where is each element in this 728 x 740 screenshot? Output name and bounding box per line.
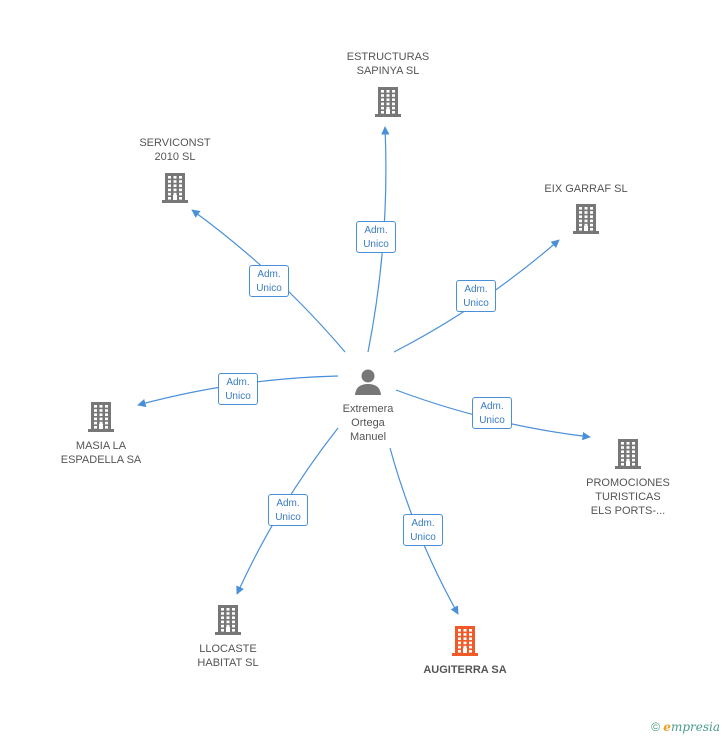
company-label-augiterra[interactable]: AUGITERRA SA <box>423 664 507 676</box>
copyright-notice: © empresia <box>651 720 720 734</box>
edge-label-serviconst[interactable]: Adm. Unico <box>249 265 289 297</box>
building-icon-promociones[interactable] <box>615 439 641 469</box>
company-label-llocaste[interactable]: LLOCASTE HABITAT SL <box>197 643 259 669</box>
company-label-masia[interactable]: MASIA LA ESPADELLA SA <box>60 440 142 466</box>
edge-label-estructuras[interactable]: Adm. Unico <box>356 221 396 253</box>
brand-logo[interactable]: empresia <box>663 720 720 734</box>
edge-label-augiterra[interactable]: Adm. Unico <box>403 514 443 546</box>
building-icon-eixgarraf[interactable] <box>573 204 599 234</box>
edge-label-masia[interactable]: Adm. Unico <box>218 373 258 405</box>
company-label-estructuras[interactable]: ESTRUCTURAS SAPINYA SL <box>346 51 430 77</box>
building-icon-augiterra[interactable] <box>452 626 478 656</box>
edge-label-eixgarraf[interactable]: Adm. Unico <box>456 280 496 312</box>
building-icon-serviconst[interactable] <box>162 173 188 203</box>
building-icon-llocaste[interactable] <box>215 605 241 635</box>
building-icon-masia[interactable] <box>88 402 114 432</box>
edge-label-llocaste[interactable]: Adm. Unico <box>268 494 308 526</box>
company-label-promociones[interactable]: PROMOCIONES TURISTICAS ELS PORTS-... <box>586 477 670 517</box>
building-icon-estructuras[interactable] <box>375 87 401 117</box>
company-label-serviconst[interactable]: SERVICONST 2010 SL <box>139 137 211 163</box>
person-icon[interactable] <box>355 369 381 396</box>
company-label-eixgarraf[interactable]: EIX GARRAF SL <box>544 183 628 195</box>
edge-label-promociones[interactable]: Adm. Unico <box>472 397 512 429</box>
person-label[interactable]: Extremera Ortega Manuel <box>342 403 394 443</box>
copyright-symbol: © <box>651 720 660 734</box>
